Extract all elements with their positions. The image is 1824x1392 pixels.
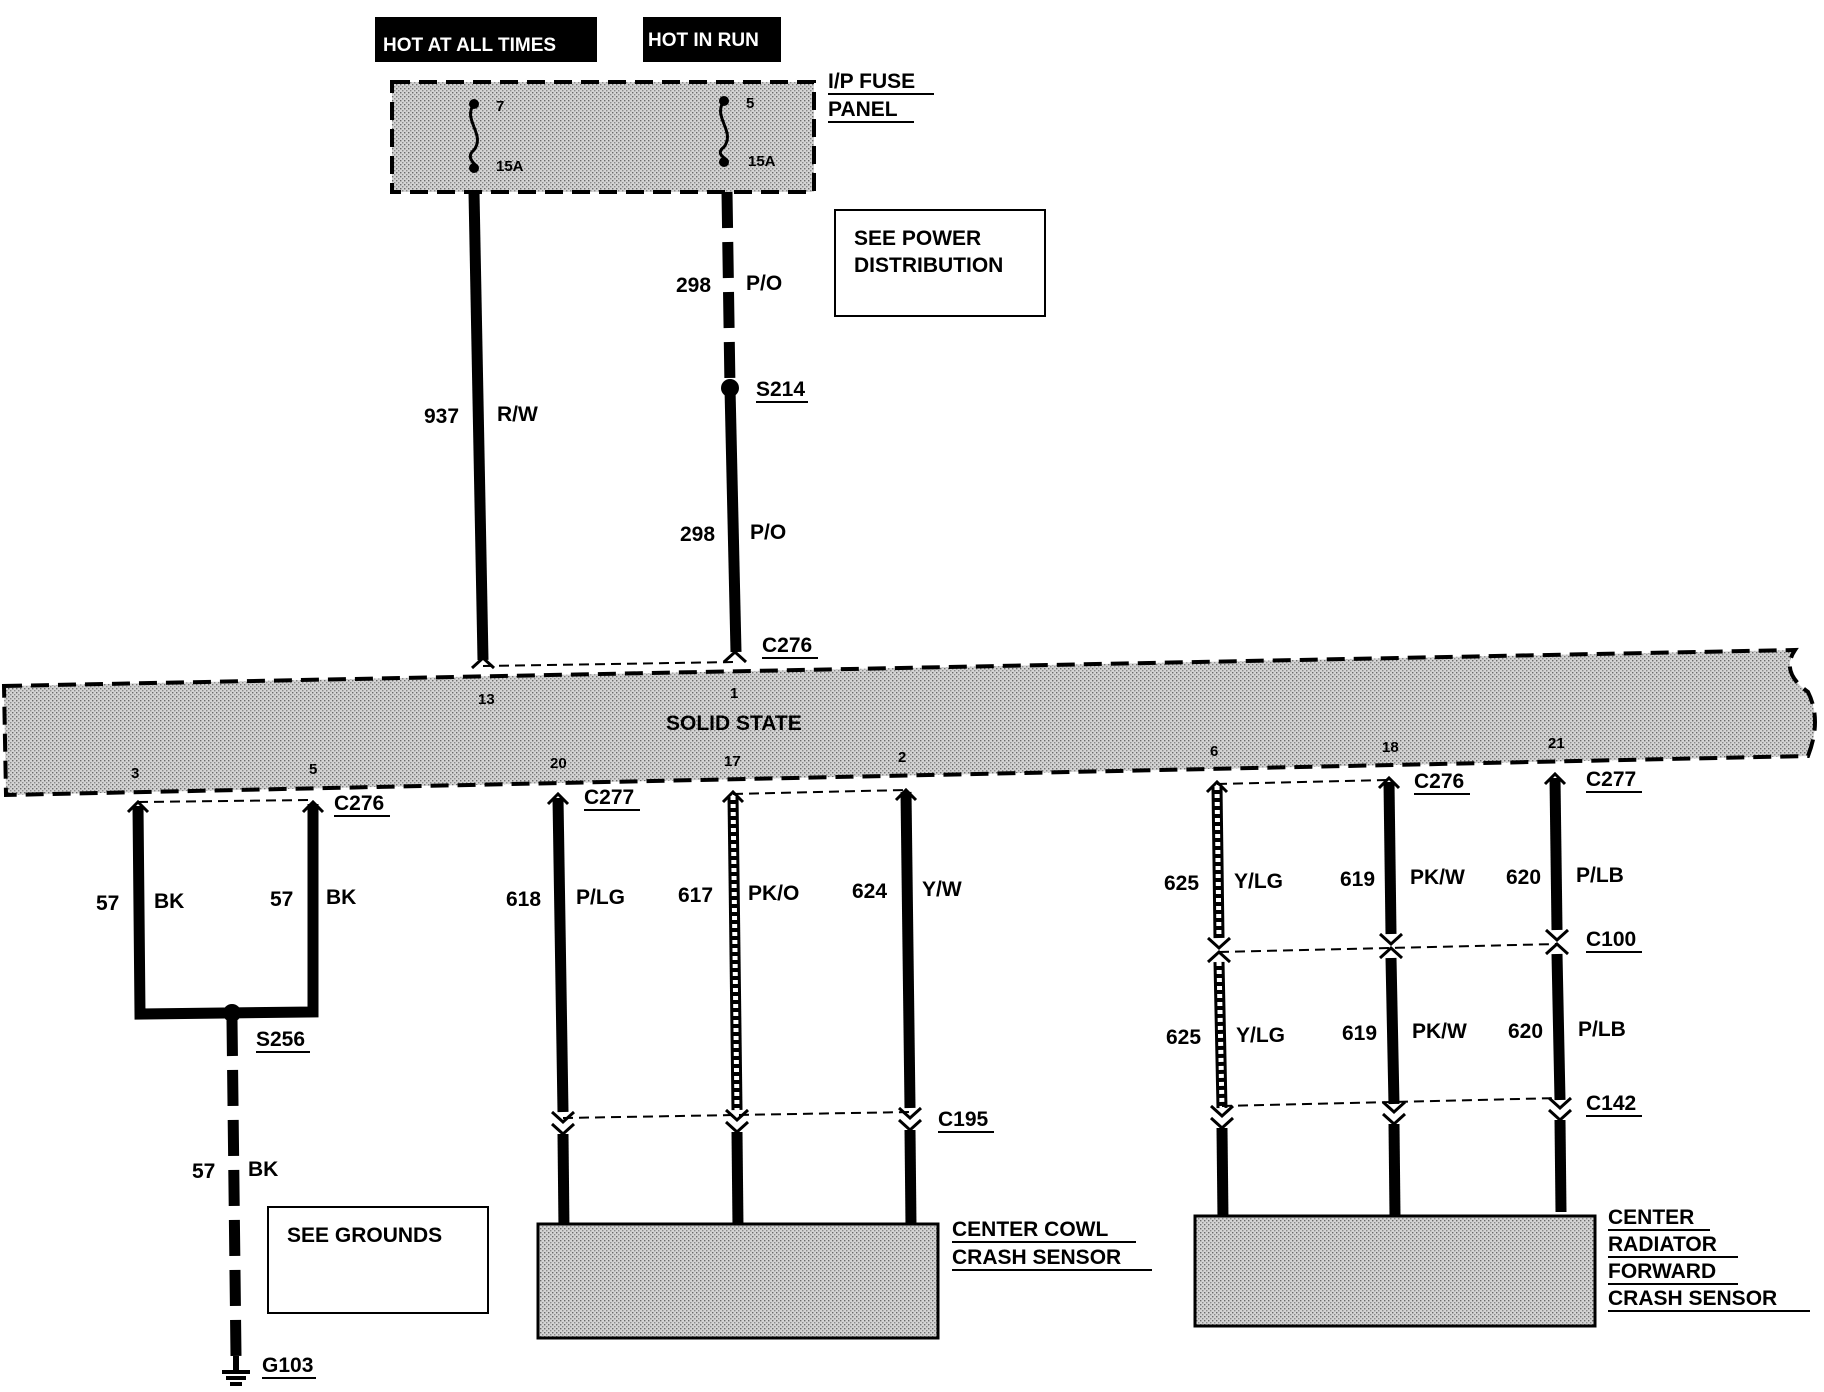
wire-620 [1549,777,1563,931]
wires-w57-ground-circuit-label: 57 [192,1160,215,1183]
wires-w620-lower-circuit-label: 620 [1508,1020,1543,1043]
wires-w617-color-label: PK/O [748,882,799,905]
connectors-c277-mid-label: C277 [584,786,634,809]
wires-w619-lower-circuit-label: 619 [1342,1022,1377,1045]
connectors-c100-label: C100 [1586,928,1636,951]
wires-w57-left-color-label: BK [154,890,184,913]
wires-w57-left-circuit-label: 57 [96,892,119,915]
ground-label: G103 [262,1354,313,1377]
wires-w937-circuit-label: 937 [424,405,459,428]
sensors-radiator-line1-label: CENTER [1608,1206,1694,1229]
wire-618 [552,797,569,1113]
fuse-panel-label-line2-label: PANEL [828,98,898,121]
module-pins-p6-label: 6 [1210,743,1218,760]
module-pins-p3-label: 3 [131,765,139,782]
headers-hot-in-run-label: HOT IN RUN [648,30,759,51]
connectors-c142-label: C142 [1586,1092,1636,1115]
ground-g103: G103 [222,1354,316,1386]
wires-w624-color-label: Y/W [922,878,962,901]
wire-619 [1383,781,1397,935]
fuse-panel-label-line1-label: I/P FUSE [828,70,915,93]
connectors-c277-right-label: C277 [1586,768,1636,791]
wires-w618-circuit-label: 618 [506,888,541,911]
wire-625 [1214,785,1222,939]
cowl-sensor-circuits: C277 618 P/LG 617 PK/O 624 Y/W C195 [506,786,994,1231]
wires-w57-right-circuit-label: 57 [270,888,293,911]
splice-s256 [223,1004,241,1022]
fuse-panel-fuse-left-rating-label: 15A [496,158,524,175]
module-pins-p1-label: 1 [730,685,738,702]
fuse-panel-fuse-right-rating-label: 15A [748,153,776,170]
wires-w625-upper-color-label: Y/LG [1234,870,1283,893]
wires-w624-circuit-label: 624 [852,880,887,903]
module-pins-p5-label: 5 [309,761,317,778]
wires-w298-top-color-label: P/O [746,272,782,295]
wires-w620-upper-color-label: P/LB [1576,864,1624,887]
module-label-label: SOLID STATE [666,712,802,735]
connectors-c276-top-label: C276 [762,634,812,657]
headers-hot-at-all-times-label: HOT AT ALL TIMES [383,35,556,56]
wire-937: 937 R/W [424,191,538,670]
wires-w625-upper-circuit-label: 625 [1164,872,1199,895]
fuse-panel-fuse-right-number-label: 5 [746,95,754,112]
module-pins-p18-label: 18 [1382,739,1399,756]
wires-w620-upper-circuit-label: 620 [1506,866,1541,889]
wires-w57-ground-color-label: BK [248,1158,278,1181]
hot-at-all-times-header: HOT AT ALL TIMES [375,17,597,62]
wires-w57-right-color-label: BK [326,886,356,909]
sensors-cowl-line2-label: CRASH SENSOR [952,1246,1121,1269]
wire-624 [900,791,916,1109]
wires-w937-color-label: R/W [497,403,538,426]
notes-power-line1-label: SEE POWER [854,227,981,250]
splices-s214-label: S214 [756,378,805,401]
see-grounds-note: SEE GROUNDS [267,1206,489,1314]
wires-w620-lower-color-label: P/LB [1578,1018,1626,1041]
module-pins-p13-label: 13 [478,691,495,708]
wires-w618-color-label: P/LG [576,886,625,909]
hot-in-run-header: HOT IN RUN [643,17,781,62]
see-power-distribution-note: SEE POWER DISTRIBUTION [834,209,1046,317]
module-pins-p17-label: 17 [724,753,741,770]
wires-w298-top-circuit-label: 298 [676,274,711,297]
fuse-panel-fuse-left-number-label: 7 [496,98,504,115]
wires-w619-upper-color-label: PK/W [1410,866,1465,889]
module-pins-p20-label: 20 [550,755,567,772]
wire-298: S214 298 P/O 298 P/O [676,191,808,664]
wires-w617-circuit-label: 617 [678,884,713,907]
wires-w298-bottom-color-label: P/O [750,521,786,544]
module-pins-p21-label: 21 [1548,735,1565,752]
wires-w625-lower-circuit-label: 625 [1166,1026,1201,1049]
sensors-radiator-line4-label: CRASH SENSOR [1608,1287,1777,1310]
connectors-c276-left-label: C276 [334,792,384,815]
wires-w619-upper-circuit-label: 619 [1340,868,1375,891]
fuse-7: 7 15A [468,98,524,175]
solid-state-module: SOLID STATE 13 1 3 5 20 17 2 6 18 21 [1,647,1817,798]
wires-w619-lower-color-label: PK/W [1412,1020,1467,1043]
center-radiator-forward-crash-sensor: CENTER RADIATOR FORWARD CRASH SENSOR [1193,1206,1810,1328]
ground-circuit-57: C276 S256 57 BK 57 BK 57 BK [96,792,390,1357]
splices-s256-label: S256 [256,1028,305,1051]
wires-w625-lower-color-label: Y/LG [1236,1024,1285,1047]
radiator-sensor-circuits: C276 C277 625 Y/LG 619 PK/W 620 P/LB C10… [1164,768,1642,1221]
ip-fuse-panel: I/P FUSE PANEL 7 15A 5 15A [390,70,934,194]
connectors-c195-label: C195 [938,1108,989,1131]
fuse-5: 5 15A [718,95,776,170]
module-pins-p2-label: 2 [898,749,906,766]
notes-power-line2-label: DISTRIBUTION [854,254,1003,277]
sensors-cowl-line1-label: CENTER COWL [952,1218,1108,1241]
center-cowl-crash-sensor: CENTER COWL CRASH SENSOR [536,1218,1152,1340]
wires-w298-bottom-circuit-label: 298 [680,523,715,546]
sensors-radiator-line3-label: FORWARD [1608,1260,1716,1283]
connectors-c276-right-label: C276 [1414,770,1464,793]
notes-grounds-label: SEE GROUNDS [287,1224,442,1247]
sensors-radiator-line2-label: RADIATOR [1608,1233,1717,1256]
splice-s214 [721,379,739,397]
